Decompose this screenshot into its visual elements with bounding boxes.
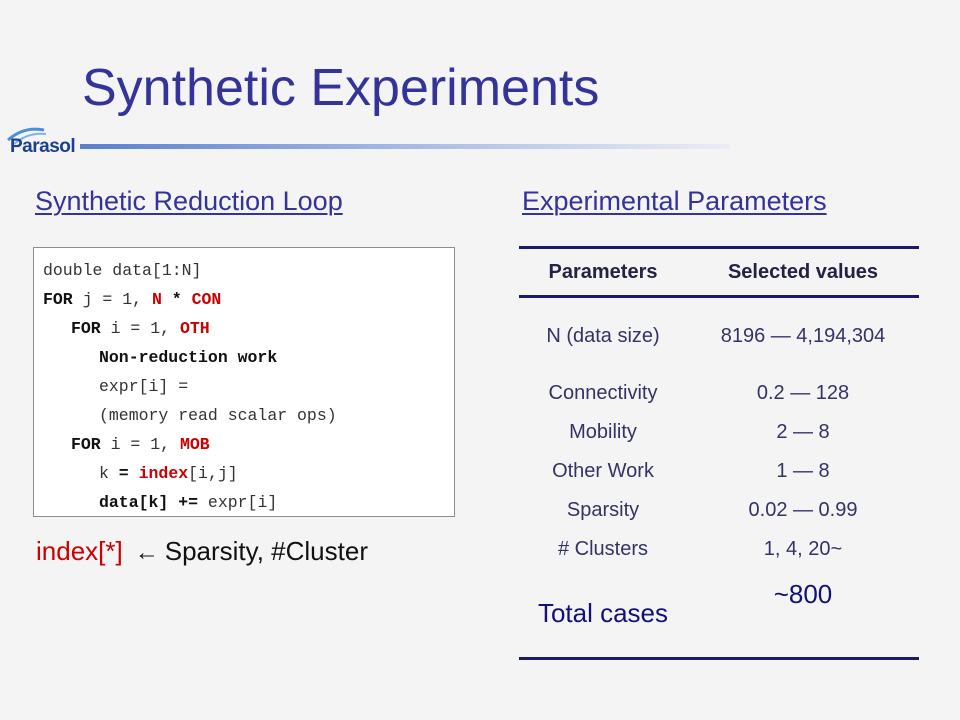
code-line: FOR i = 1, OTH: [71, 319, 210, 338]
code-line: expr[i] =: [99, 377, 189, 396]
param-value: 1, 4, 20~: [763, 538, 843, 560]
title-divider: [80, 144, 730, 149]
table-row: Mobility 2 — 8: [519, 413, 919, 452]
arrow-left-icon: ←: [134, 539, 159, 566]
param-name: Sparsity: [566, 499, 640, 521]
table-row: Other Work 1 — 8: [519, 452, 919, 491]
param-name: Mobility: [569, 421, 637, 443]
code-line: double data[1:N]: [43, 261, 202, 280]
code-line: k = index[i,j]: [99, 464, 238, 483]
table-header-row: Parameters Selected values: [519, 246, 919, 298]
table-row: # Clusters 1, 4, 20~: [519, 530, 919, 569]
parameters-table: Parameters Selected values N (data size)…: [519, 246, 919, 660]
param-name: Connectivity: [548, 382, 658, 404]
code-line: Non-reduction work: [99, 348, 278, 367]
param-name: N (data size): [546, 325, 660, 347]
param-value: 2 — 8: [776, 421, 830, 443]
table-row: Sparsity 0.02 — 0.99: [519, 491, 919, 530]
column-header: Parameters: [519, 246, 687, 298]
param-value: 1 — 8: [776, 460, 830, 482]
logo-text: Parasol: [10, 136, 76, 157]
experimental-parameters-heading: Experimental Parameters: [522, 186, 827, 216]
total-row: Total cases ~800: [519, 569, 919, 660]
param-value: 8196 — 4,194,304: [720, 325, 886, 347]
code-line: FOR j = 1, N * CON: [43, 290, 222, 309]
index-label: index[*]: [36, 536, 123, 566]
index-note: index[*] ←Sparsity, #Cluster: [36, 536, 368, 567]
total-value: ~800: [687, 569, 919, 660]
slide-title: Synthetic Experiments: [82, 59, 600, 117]
column-header: Selected values: [687, 246, 919, 298]
table-row: N (data size) 8196 — 4,194,304: [519, 297, 919, 375]
code-block: double data[1:N] FOR j = 1, N * CON FOR …: [33, 247, 455, 517]
code-line: FOR i = 1, MOB: [71, 435, 210, 454]
code-line: data[k] += expr[i]: [99, 493, 278, 512]
code-line: (memory read scalar ops): [99, 406, 337, 425]
param-value: 0.02 — 0.99: [748, 499, 858, 521]
note-text: Sparsity, #Cluster: [164, 536, 368, 566]
param-name: # Clusters: [557, 538, 649, 560]
parasol-logo-icon: [7, 127, 47, 145]
total-label: Total cases: [519, 569, 687, 660]
reduction-loop-heading: Synthetic Reduction Loop: [35, 186, 343, 216]
table-row: Connectivity 0.2 — 128: [519, 374, 919, 413]
param-value: 0.2 — 128: [756, 382, 850, 404]
param-name: Other Work: [552, 460, 654, 482]
